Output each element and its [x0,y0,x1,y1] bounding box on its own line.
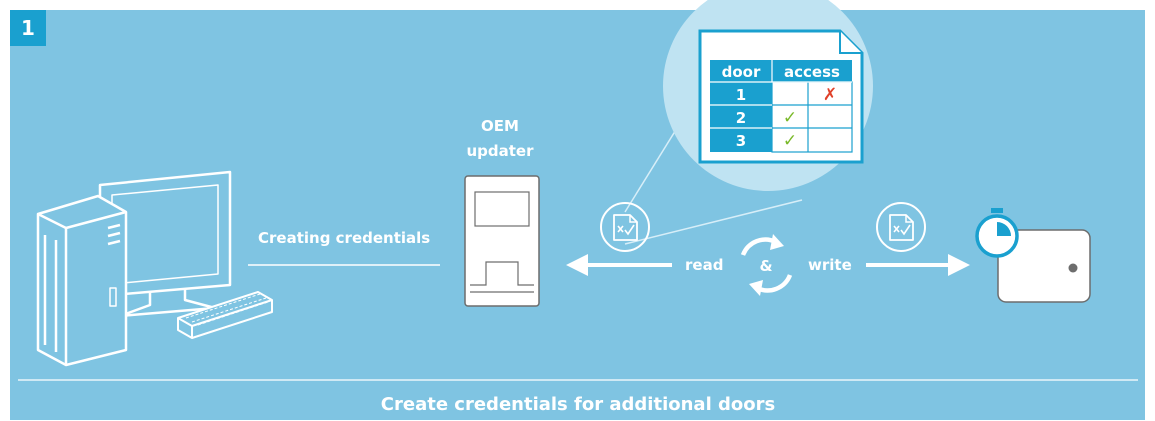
table-mark-cross-row1: ✗ [823,85,837,105]
door-lock-icon [997,229,1091,303]
creating-credentials-label: Creating credentials [258,229,430,247]
table-door-3: 3 [736,132,746,150]
table-header-access: access [784,63,840,81]
table-mark-check-row3: ✓ [783,131,797,151]
read-label: read [685,256,723,274]
access-table-document: door access 1 2 3 ✗ ✓ ✓ [698,29,864,164]
table-header-door: door [722,63,761,81]
table-mark-check-row2: ✓ [783,108,797,128]
oem-label-line1: OEM [481,117,519,135]
and-symbol: & [759,257,772,275]
credential-file-icon [600,202,650,252]
sync-icon [740,234,793,296]
diagram-caption: Create credentials for additional doors [381,394,775,415]
keyboard-icon [177,291,273,339]
table-door-1: 1 [736,86,746,104]
write-label: write [808,256,852,274]
computer-icon [36,170,232,367]
read-arrow [566,254,672,276]
oem-label-line2: updater [466,142,534,160]
write-arrow [866,254,970,276]
background-panel [10,10,1145,420]
step-number: 1 [21,16,35,40]
credential-file-icon [876,202,926,252]
oem-updater-device-icon [464,175,540,307]
table-door-2: 2 [736,109,746,127]
step-badge: 1 [10,10,46,46]
timer-icon [975,208,1019,258]
